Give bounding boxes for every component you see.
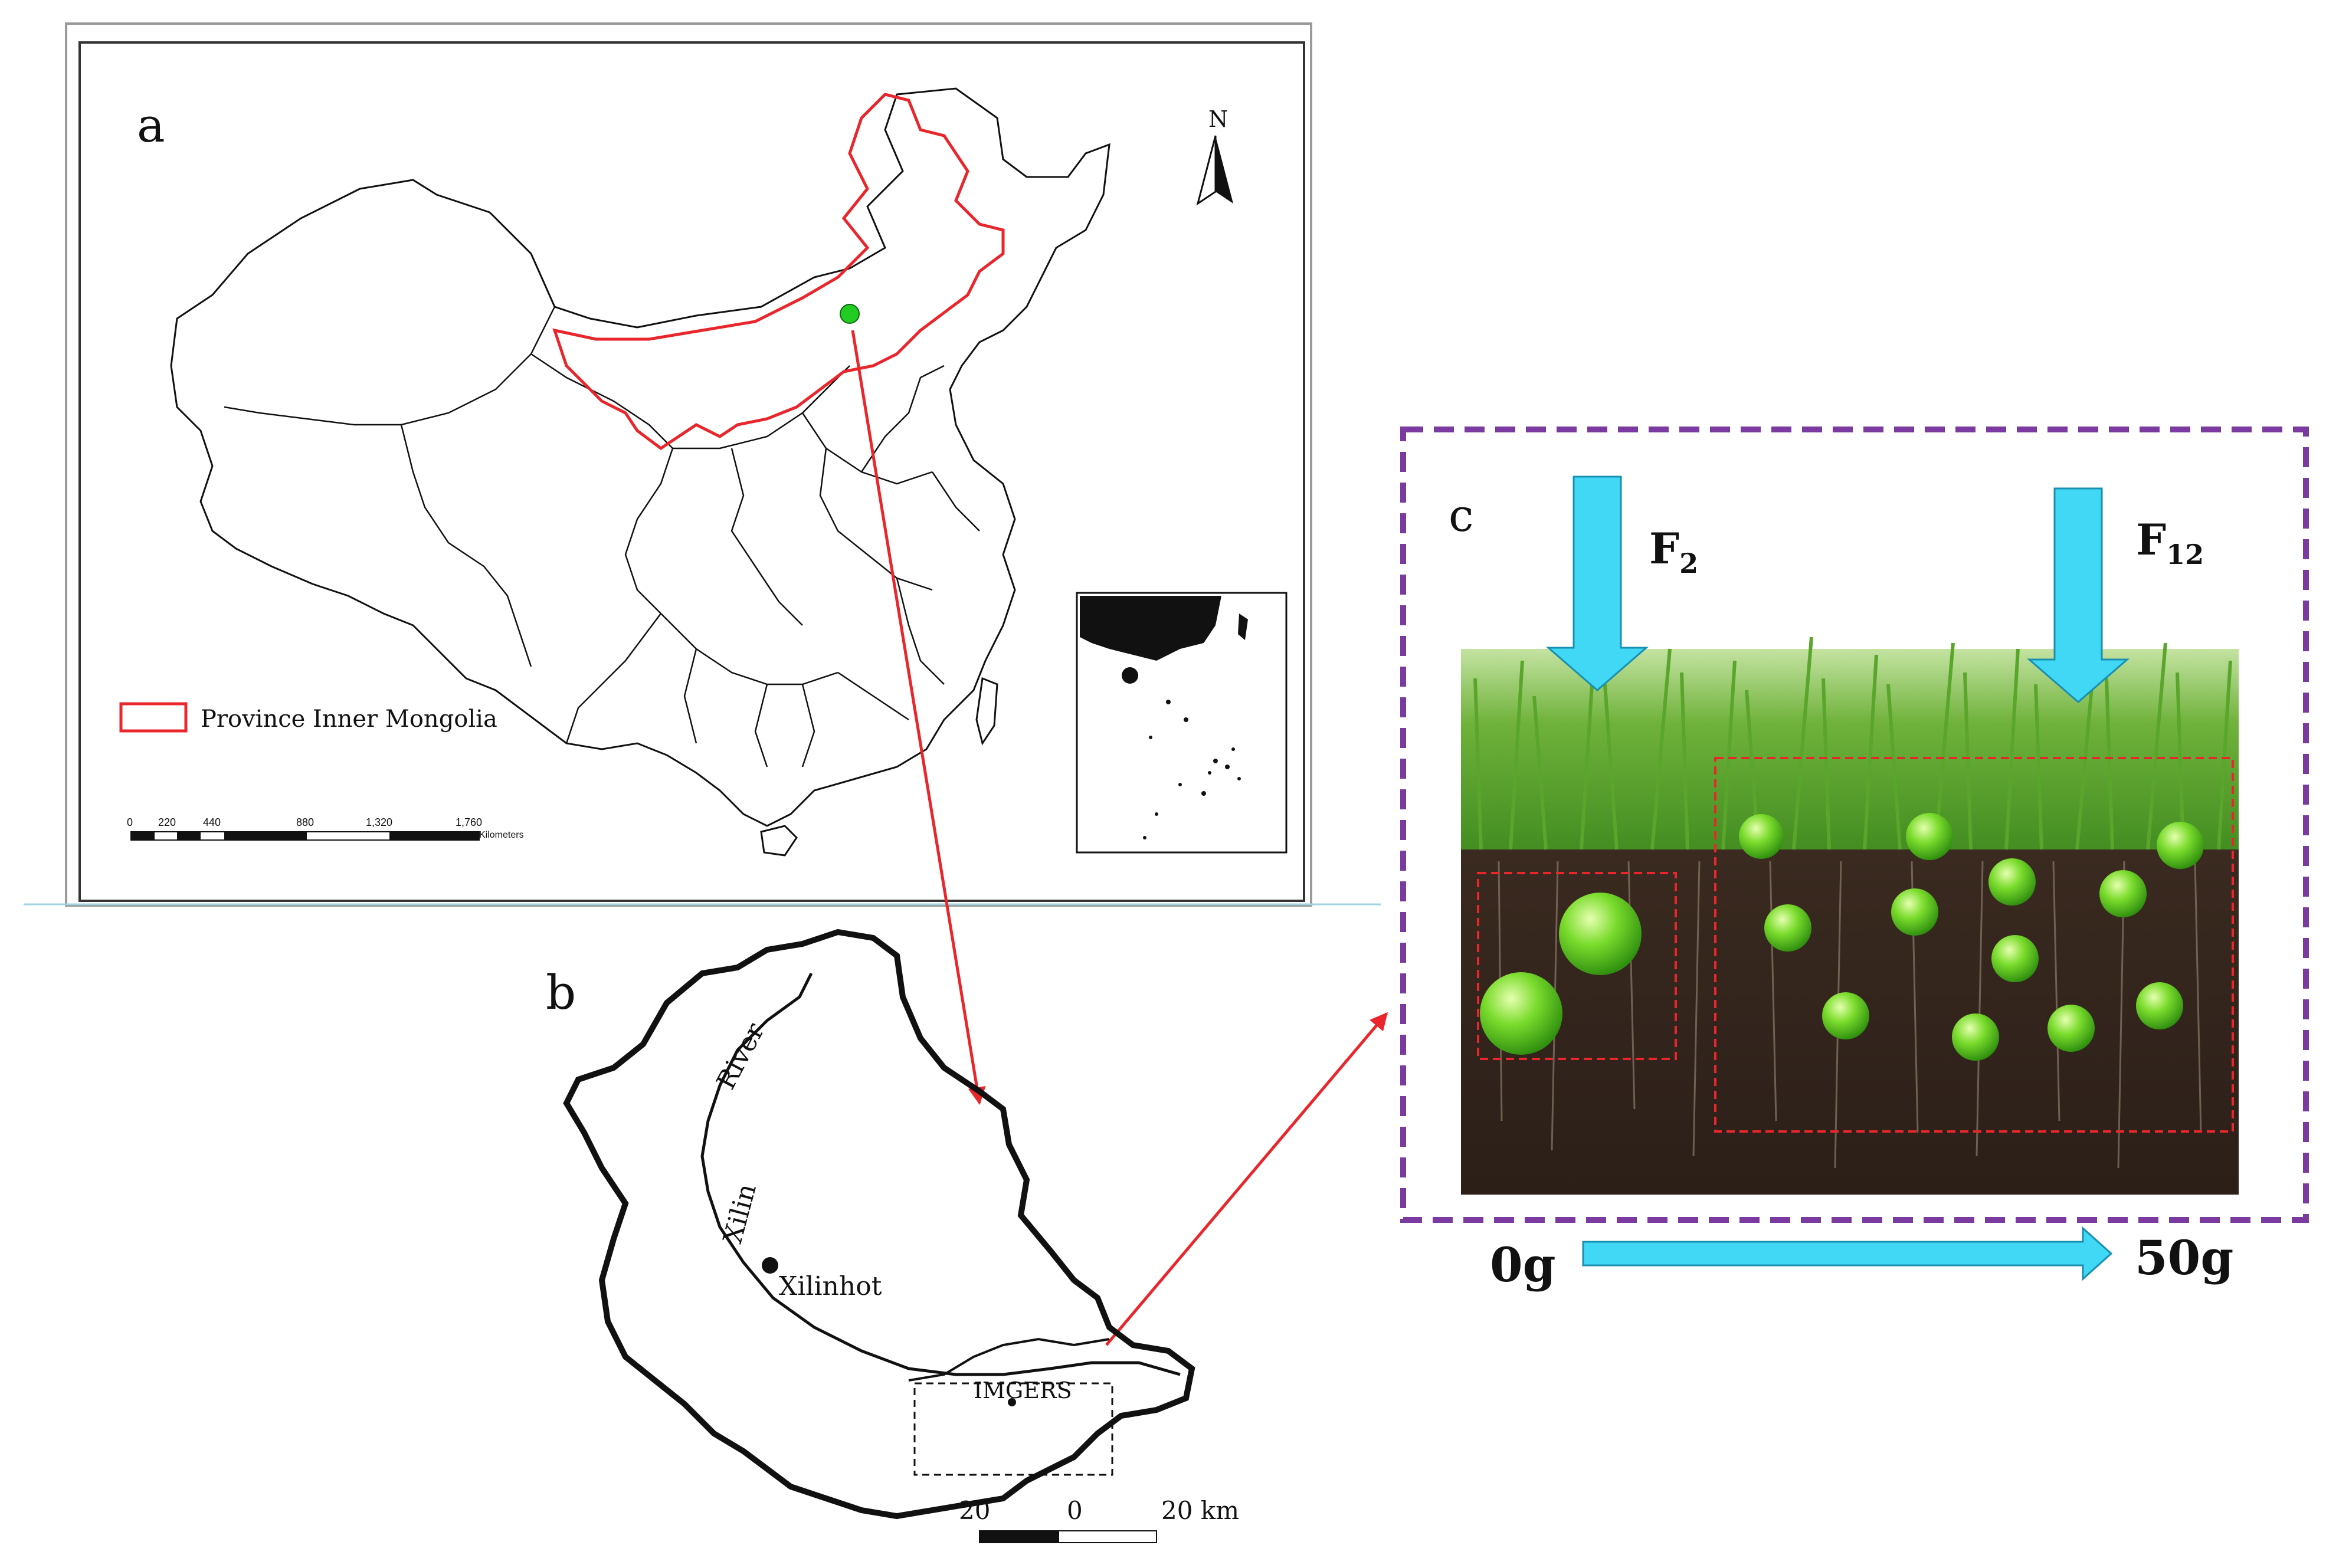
fertilizer-ball <box>1822 992 1869 1039</box>
scale-unit: Kilometers <box>479 830 524 840</box>
arrow-label-f2-sub: 2 <box>1679 547 1698 579</box>
panel-a-letter: a <box>137 98 165 153</box>
fertilizer-ball <box>1991 935 2039 982</box>
north-label: N <box>1208 106 1228 132</box>
fertilizer-ball <box>2157 822 2204 869</box>
fertilizer-ball <box>1988 858 2036 906</box>
scale-tick-1760: 1,760 <box>456 816 482 828</box>
fertilizer-ball <box>2136 982 2183 1029</box>
panel-b: b River Xilin Xilinhot IMGERS 20 0 20 km <box>546 929 1239 1543</box>
station-label-imgers: IMGERS <box>974 1377 1072 1403</box>
gradient-arrow-icon <box>1582 1226 2113 1281</box>
panel-b-scale-tick-left: 20 <box>959 1496 990 1525</box>
arrow-label-f2-main: F <box>1649 523 1679 573</box>
gradient-end-label: 50g <box>2135 1230 2233 1285</box>
xilin-basin-outline <box>563 929 1195 1520</box>
fertilizer-ball <box>1952 1013 1999 1061</box>
imgers-station-marker <box>1008 1398 1016 1406</box>
panel-a-scale-bar <box>130 831 480 841</box>
treatment-box-f2 <box>1477 872 1677 1060</box>
panel-b-scale-bar <box>979 1530 1157 1543</box>
panel-c-dashed-frame <box>1400 427 2309 1223</box>
down-arrow-f2-icon <box>1545 475 1649 691</box>
city-label-xilinhot: Xilinhot <box>779 1271 882 1301</box>
inset-islands <box>1143 700 1241 839</box>
arrow-label-f2: F2 <box>1649 523 1698 579</box>
study-area-box <box>913 1382 1113 1476</box>
scale-tick-1320: 1,320 <box>366 816 392 828</box>
scale-tick-220: 220 <box>158 816 176 828</box>
arrow-label-f12-sub: 12 <box>2166 539 2204 570</box>
fertilizer-ball <box>1891 888 1938 936</box>
inset-taiwan <box>1238 614 1248 640</box>
treatment-box-f12 <box>1714 757 2234 1133</box>
china-outline <box>170 87 1110 827</box>
river-label-xilin: Xilin <box>718 1180 762 1246</box>
panel-c-letter: c <box>1449 489 1474 542</box>
gradient-start-label: 0g <box>1490 1237 1556 1293</box>
province-borders <box>224 306 980 767</box>
fertilizer-ball <box>1739 814 1784 859</box>
river-label-river: River <box>711 1018 771 1094</box>
inner-mongolia-outline <box>552 93 1005 451</box>
fertilizer-ball <box>1906 813 1953 860</box>
xilin-tributary <box>908 1337 1110 1382</box>
arrow-label-f12-main: F <box>2136 514 2166 565</box>
fertilizer-balls <box>1480 813 2204 1061</box>
fertilizer-ball <box>1559 893 1642 975</box>
fertilizer-ball <box>2099 870 2147 917</box>
panel-a: a <box>24 22 1381 907</box>
scale-tick-880: 880 <box>296 816 314 828</box>
panel-b-scale-tick-right: 20 km <box>1161 1496 1239 1525</box>
panel-b-scale-tick-zero: 0 <box>1067 1496 1083 1525</box>
panel-b-letter: b <box>546 965 576 1020</box>
fertilizer-ball <box>1480 972 1562 1055</box>
scale-tick-0: 0 <box>127 816 133 828</box>
fertilizer-ball <box>2047 1005 2095 1052</box>
xilinhot-city-marker <box>762 1257 778 1274</box>
connector-arrow-a-to-b <box>851 330 986 1105</box>
legend-label: Province Inner Mongolia <box>201 706 497 733</box>
hainan-island <box>760 825 798 857</box>
legend-swatch <box>119 702 188 733</box>
panel-c: c <box>1400 427 2309 1293</box>
site-marker <box>840 304 860 324</box>
fertilizer-ball <box>1764 904 1811 952</box>
xilin-river <box>700 972 1181 1376</box>
inset-hainan <box>1122 667 1138 684</box>
scale-tick-440: 440 <box>203 816 221 828</box>
inset-mainland <box>1080 596 1221 661</box>
arrow-label-f12: F12 <box>2136 514 2204 570</box>
connector-arrow-b-to-c <box>1105 1012 1388 1346</box>
taiwan-island <box>975 677 998 746</box>
north-arrow-icon <box>1196 135 1233 206</box>
down-arrow-f12-icon <box>2026 487 2130 703</box>
